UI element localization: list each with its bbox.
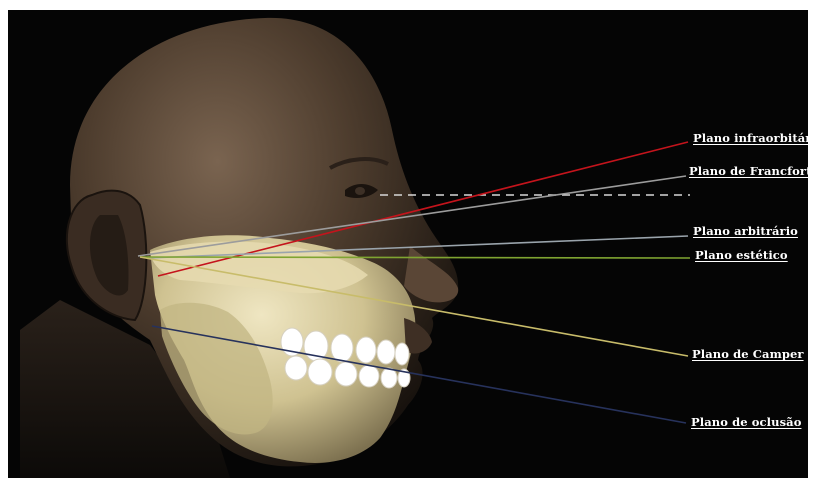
- eye-highlight: [355, 187, 365, 195]
- tooth: [356, 337, 376, 363]
- tooth: [381, 368, 397, 388]
- tooth: [308, 359, 332, 385]
- tooth: [377, 340, 395, 364]
- label-plano-estetico: Plano estético: [695, 248, 788, 262]
- label-plano-arbitrario: Plano arbitrário: [693, 224, 798, 238]
- line-plano-estetico: [140, 257, 690, 258]
- tooth: [335, 362, 357, 386]
- tooth: [395, 343, 409, 365]
- label-plano-de-oclusao: Plano de oclusão: [691, 415, 801, 429]
- tooth: [359, 365, 379, 387]
- label-plano-infraorbitario: Plano infraorbitário: [693, 131, 816, 145]
- label-plano-de-camper: Plano de Camper: [692, 347, 804, 361]
- tooth: [285, 356, 307, 380]
- tooth: [331, 334, 353, 362]
- label-plano-de-francfort: Plano de Francfort: [689, 164, 812, 178]
